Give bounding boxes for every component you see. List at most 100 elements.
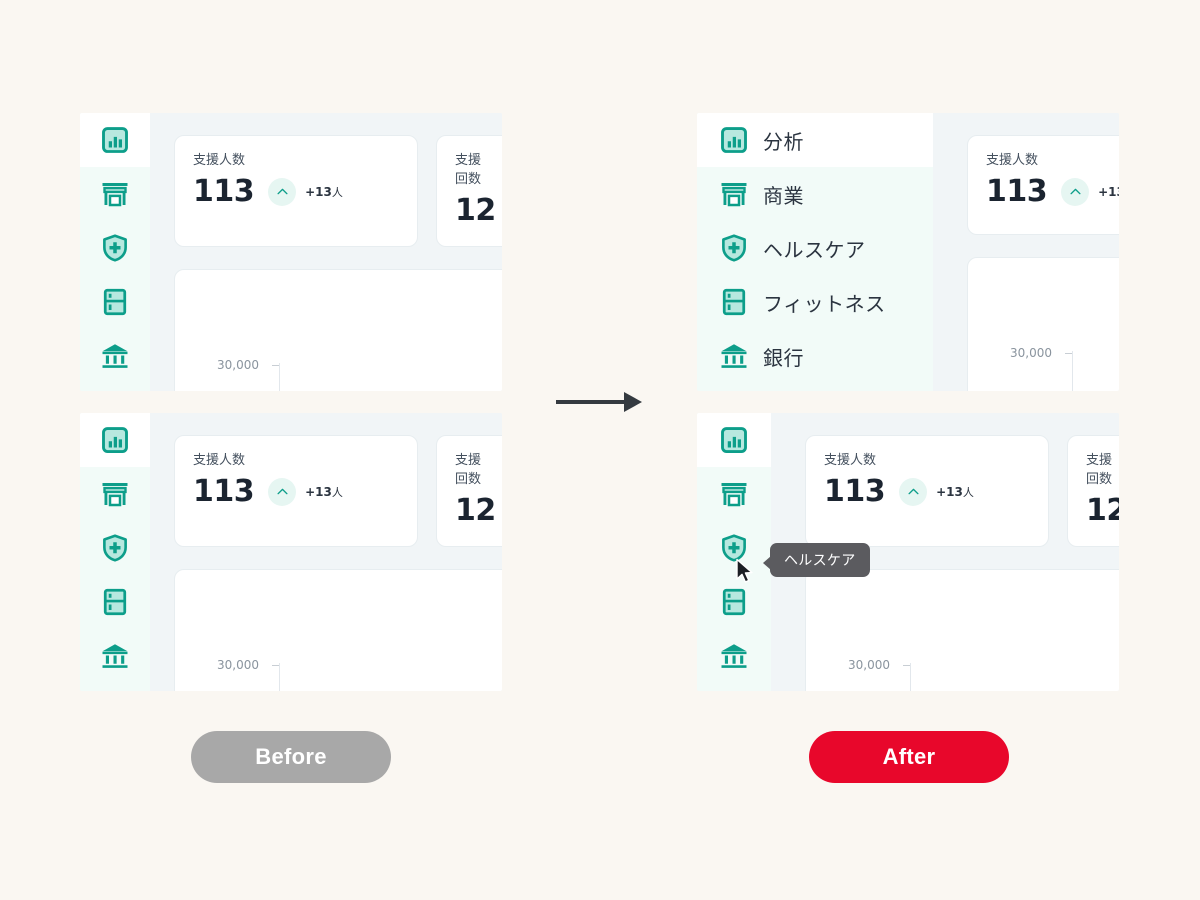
sidebar-item-bank[interactable]: 銀行 bbox=[697, 629, 771, 683]
kpi-card-supported-people[interactable]: 支援人数 113 +13人 bbox=[805, 435, 1049, 547]
kpi-delta-text: +13人 bbox=[305, 184, 343, 199]
dashboard-content: 支援人数 113 +13人 支援回数 12 bbox=[150, 113, 502, 391]
sidebar-collapsed: 分析 商業 ヘルスケア フィットネス bbox=[80, 113, 150, 391]
health-shield-icon bbox=[100, 533, 130, 563]
health-shield-icon bbox=[719, 533, 749, 563]
kpi-row: 支援人数 113 +13人 支援回数 12 bbox=[174, 135, 502, 247]
analytics-icon bbox=[100, 425, 130, 455]
sidebar-item-label: ヘルスケア bbox=[763, 237, 866, 262]
before-button[interactable]: Before bbox=[191, 731, 391, 783]
after-button[interactable]: After bbox=[809, 731, 1009, 783]
before-bottom-panel: 分析 商業 ヘルスケア フィットネス bbox=[80, 413, 502, 691]
chart-y-tick: 30,000 bbox=[1010, 346, 1052, 360]
locker-icon bbox=[719, 587, 749, 617]
kpi-delta-text: +13人 bbox=[936, 484, 974, 499]
chart-y-tick: 30,000 bbox=[848, 657, 890, 672]
chevron-up-icon bbox=[1061, 177, 1090, 206]
sidebar-collapsed: 分析 商業 ヘルスケア フィットネス bbox=[697, 413, 771, 691]
sidebar-tooltip: ヘルスケア bbox=[763, 543, 870, 577]
kpi-card-supported-people[interactable]: 支援人数 113 +13人 bbox=[967, 135, 1119, 235]
sidebar-item-analytics[interactable]: 分析 bbox=[697, 113, 933, 167]
kpi-delta: +13人 bbox=[899, 477, 974, 506]
sidebar-item-fitness[interactable]: フィットネス bbox=[80, 275, 150, 329]
sidebar-item-label: 商業 bbox=[763, 183, 804, 208]
before-top-panel: 分析 商業 ヘルスケア フィットネス bbox=[80, 113, 502, 391]
kpi-row: 支援人数 113 +13人 bbox=[967, 135, 1119, 235]
arrow-right-icon bbox=[556, 392, 642, 412]
store-icon bbox=[719, 479, 749, 509]
locker-icon bbox=[100, 287, 130, 317]
kpi-card-supported-people[interactable]: 支援人数 113 +13人 bbox=[174, 135, 418, 247]
locker-icon bbox=[100, 587, 130, 617]
kpi-label: 支援人数 bbox=[193, 453, 246, 468]
bank-icon bbox=[719, 341, 749, 371]
kpi-label: 支援回数 bbox=[455, 153, 482, 187]
sidebar-item-fitness[interactable]: フィットネス bbox=[697, 575, 771, 629]
kpi-value: 12 bbox=[1086, 492, 1119, 528]
kpi-card-support-count[interactable]: 支援回数 12 bbox=[436, 135, 502, 247]
after-bottom-panel: 分析 商業 ヘルスケア フィットネス bbox=[697, 413, 1119, 691]
kpi-value: 113 bbox=[986, 173, 1048, 209]
kpi-card-support-count[interactable]: 支援回数 12 bbox=[1067, 435, 1119, 547]
kpi-delta: +13人 bbox=[268, 177, 343, 206]
sidebar-item-bank[interactable]: 銀行 bbox=[697, 329, 933, 383]
sidebar-item-healthcare[interactable]: ヘルスケア bbox=[80, 221, 150, 275]
chevron-up-icon bbox=[899, 477, 928, 506]
sidebar-collapsed: 分析 商業 ヘルスケア フィットネス bbox=[80, 413, 150, 691]
kpi-label: 支援回数 bbox=[455, 453, 482, 487]
sidebar-item-label: 分析 bbox=[763, 129, 804, 154]
dashboard-content: 支援人数 113 +13人 支援回数 12 bbox=[150, 413, 502, 691]
chart-y-axis bbox=[279, 662, 280, 691]
chart-card: 30,000 bbox=[174, 268, 502, 391]
chart-card: 30,000 bbox=[174, 568, 502, 691]
chart-y-axis bbox=[1072, 351, 1073, 391]
kpi-value: 113 bbox=[193, 473, 255, 509]
sidebar-item-analytics[interactable]: 分析 bbox=[697, 413, 771, 467]
sidebar-item-fitness[interactable]: フィットネス bbox=[697, 275, 933, 329]
kpi-card-supported-people[interactable]: 支援人数 113 +13人 bbox=[174, 435, 418, 547]
chart-y-tick-dash bbox=[1065, 353, 1072, 354]
kpi-value: 113 bbox=[193, 173, 255, 209]
kpi-delta-text: +13人 bbox=[305, 484, 343, 499]
kpi-label: 支援人数 bbox=[824, 453, 877, 468]
kpi-delta: +13人 bbox=[1061, 177, 1119, 206]
chart-y-tick-dash bbox=[272, 664, 279, 666]
bank-icon bbox=[100, 341, 130, 371]
chart-y-tick-dash bbox=[903, 664, 910, 666]
sidebar-item-label: フィットネス bbox=[763, 291, 886, 316]
store-icon bbox=[719, 179, 749, 209]
store-icon bbox=[100, 179, 130, 209]
kpi-delta-text: +13人 bbox=[1098, 184, 1119, 199]
chart-y-axis bbox=[279, 362, 280, 391]
sidebar-item-healthcare[interactable]: ヘルスケア bbox=[697, 521, 771, 575]
sidebar-item-bank[interactable]: 銀行 bbox=[80, 629, 150, 683]
chart-card: 30,000 bbox=[967, 257, 1119, 391]
store-icon bbox=[100, 479, 130, 509]
chart-y-axis bbox=[910, 662, 911, 691]
kpi-card-support-count[interactable]: 支援回数 12 bbox=[436, 435, 502, 547]
sidebar-item-healthcare[interactable]: ヘルスケア bbox=[697, 221, 933, 275]
sidebar-item-commerce[interactable]: 商業 bbox=[80, 167, 150, 221]
sidebar-item-healthcare[interactable]: ヘルスケア bbox=[80, 521, 150, 575]
kpi-row: 支援人数 113 +13人 支援回数 12 bbox=[805, 435, 1119, 547]
kpi-value: 12 bbox=[455, 192, 496, 228]
kpi-row: 支援人数 113 +13人 支援回数 12 bbox=[174, 435, 502, 547]
kpi-value: 113 bbox=[824, 473, 886, 509]
sidebar-item-label: 銀行 bbox=[763, 345, 804, 370]
sidebar-item-commerce[interactable]: 商業 bbox=[697, 467, 771, 521]
kpi-label: 支援回数 bbox=[1086, 453, 1113, 487]
sidebar-item-fitness[interactable]: フィットネス bbox=[80, 575, 150, 629]
health-shield-icon bbox=[100, 233, 130, 263]
sidebar-item-bank[interactable]: 銀行 bbox=[80, 329, 150, 383]
sidebar-item-analytics[interactable]: 分析 bbox=[80, 413, 150, 467]
chart-y-tick: 30,000 bbox=[217, 657, 259, 672]
bank-icon bbox=[719, 641, 749, 671]
analytics-icon bbox=[719, 425, 749, 455]
kpi-value: 12 bbox=[455, 492, 496, 528]
bank-icon bbox=[100, 641, 130, 671]
sidebar-item-analytics[interactable]: 分析 bbox=[80, 113, 150, 167]
chart-y-tick-dash bbox=[272, 364, 279, 366]
sidebar-item-commerce[interactable]: 商業 bbox=[80, 467, 150, 521]
sidebar-item-commerce[interactable]: 商業 bbox=[697, 167, 933, 221]
kpi-label: 支援人数 bbox=[193, 153, 246, 168]
